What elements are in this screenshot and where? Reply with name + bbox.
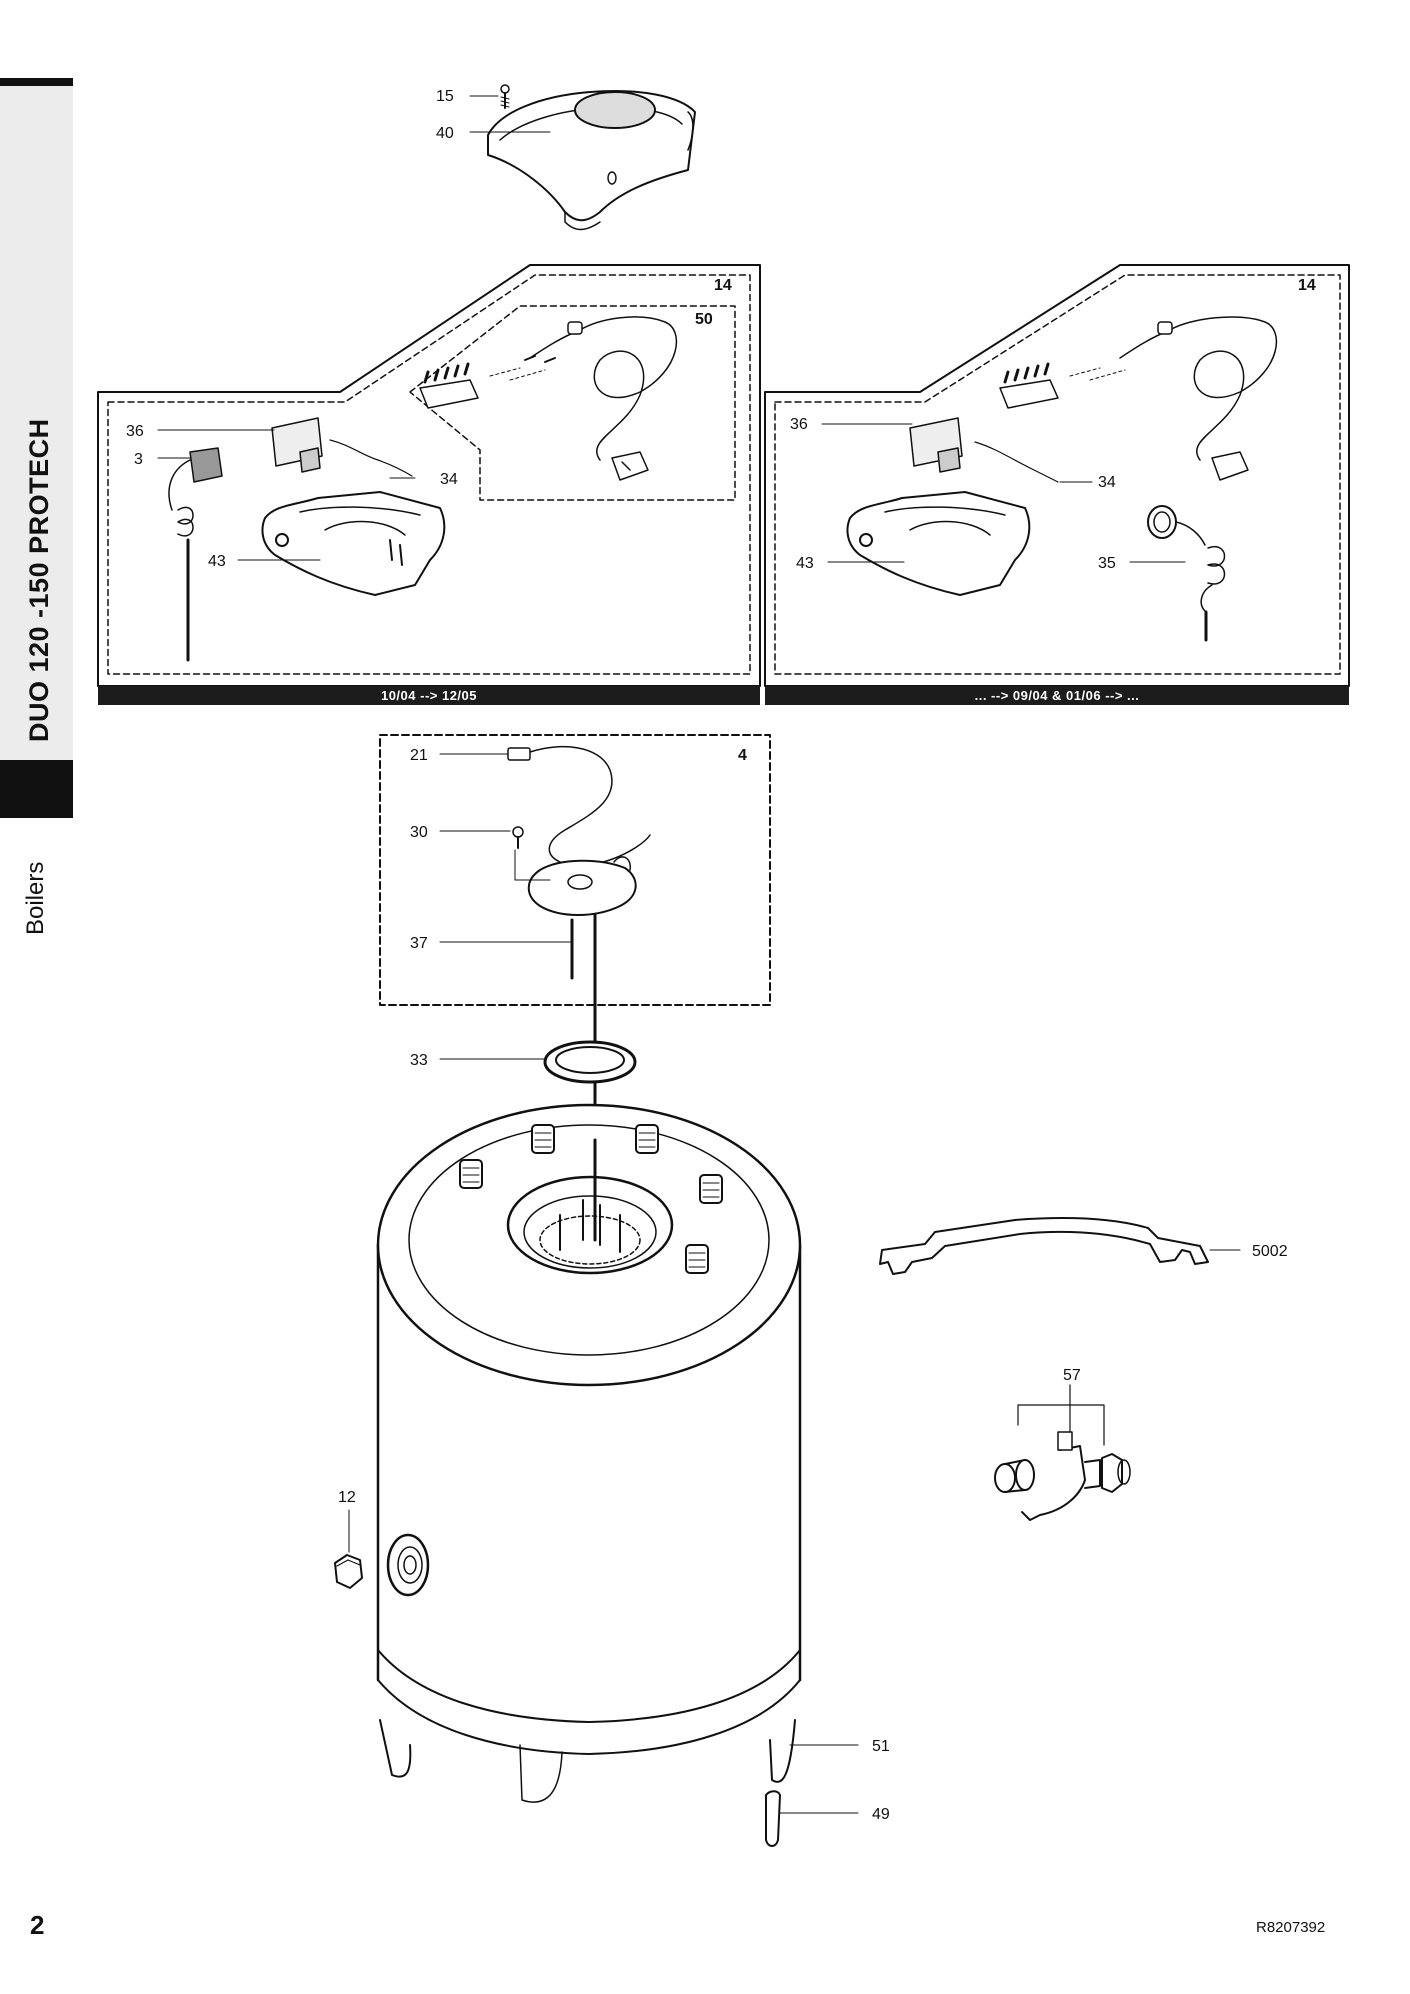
callout-57: 57: [1063, 1367, 1081, 1384]
callout-36-left: 36: [126, 423, 144, 440]
callout-14-left: 14: [714, 277, 732, 294]
page-number: 2: [30, 1910, 45, 1940]
flange-part: [527, 856, 637, 1142]
callout-43-left: 43: [208, 553, 226, 570]
callout-5002: 5002: [1252, 1243, 1288, 1260]
callout-36-right: 36: [790, 416, 808, 433]
callout-12: 12: [338, 1489, 356, 1506]
callout-35: 35: [1098, 555, 1116, 572]
callout-14-right: 14: [1298, 277, 1316, 294]
screw-part: [500, 84, 510, 109]
version-banner-left: 10/04 --> 12/05: [98, 686, 760, 705]
bolt-part: [512, 826, 551, 881]
terminal-block-part-left: [419, 355, 556, 409]
side-tab-marker: [0, 760, 73, 818]
callout-33: 33: [410, 1052, 428, 1069]
side-tab-top-rule: [0, 78, 73, 86]
callout-40: 40: [436, 125, 454, 142]
callout-30: 30: [410, 824, 428, 841]
housing-part-left: [261, 491, 446, 596]
wire-part-left: [329, 439, 413, 477]
thermostat-part-left: [168, 447, 223, 662]
callout-4: 4: [738, 747, 747, 764]
callout-51: 51: [872, 1738, 890, 1755]
terminal-block-part-right: [999, 362, 1126, 409]
callout-15: 15: [436, 88, 454, 105]
callout-34-right: 34: [1098, 474, 1116, 491]
callout-50: 50: [695, 311, 713, 328]
callout-37: 37: [410, 935, 428, 952]
callout-21: 21: [410, 747, 428, 764]
pcb-part-left: [271, 417, 323, 473]
gasket-ring-part: [543, 1040, 637, 1084]
callout-3: 3: [134, 451, 143, 468]
document-reference: R8207392: [1256, 1919, 1326, 1936]
callout-43-right: 43: [796, 555, 814, 572]
callout-49: 49: [872, 1806, 890, 1823]
side-tab: [0, 78, 73, 818]
pcb-part-right: [909, 417, 963, 473]
thermometer-part-right: [1147, 505, 1226, 642]
wire-part-right: [974, 441, 1059, 483]
cable-plug-part-right: [1119, 316, 1278, 481]
foot-part: [765, 1790, 781, 1847]
cable-plug-part-left: [529, 316, 678, 481]
kit-frame-right: [764, 264, 1350, 687]
element-kit-frame: [379, 734, 771, 1006]
cover-part: [487, 89, 696, 231]
bracket-part: [879, 1217, 1241, 1275]
sensor-cable-part: [507, 746, 651, 867]
callout-34-left: 34: [440, 471, 458, 488]
valve-set-part: [994, 1384, 1131, 1521]
version-banner-right: ... --> 09/04 & 01/06 --> ...: [765, 686, 1349, 705]
housing-part-right: [846, 491, 1031, 596]
plug-part: [334, 1509, 363, 1589]
tank-body-part: [376, 1103, 802, 1803]
